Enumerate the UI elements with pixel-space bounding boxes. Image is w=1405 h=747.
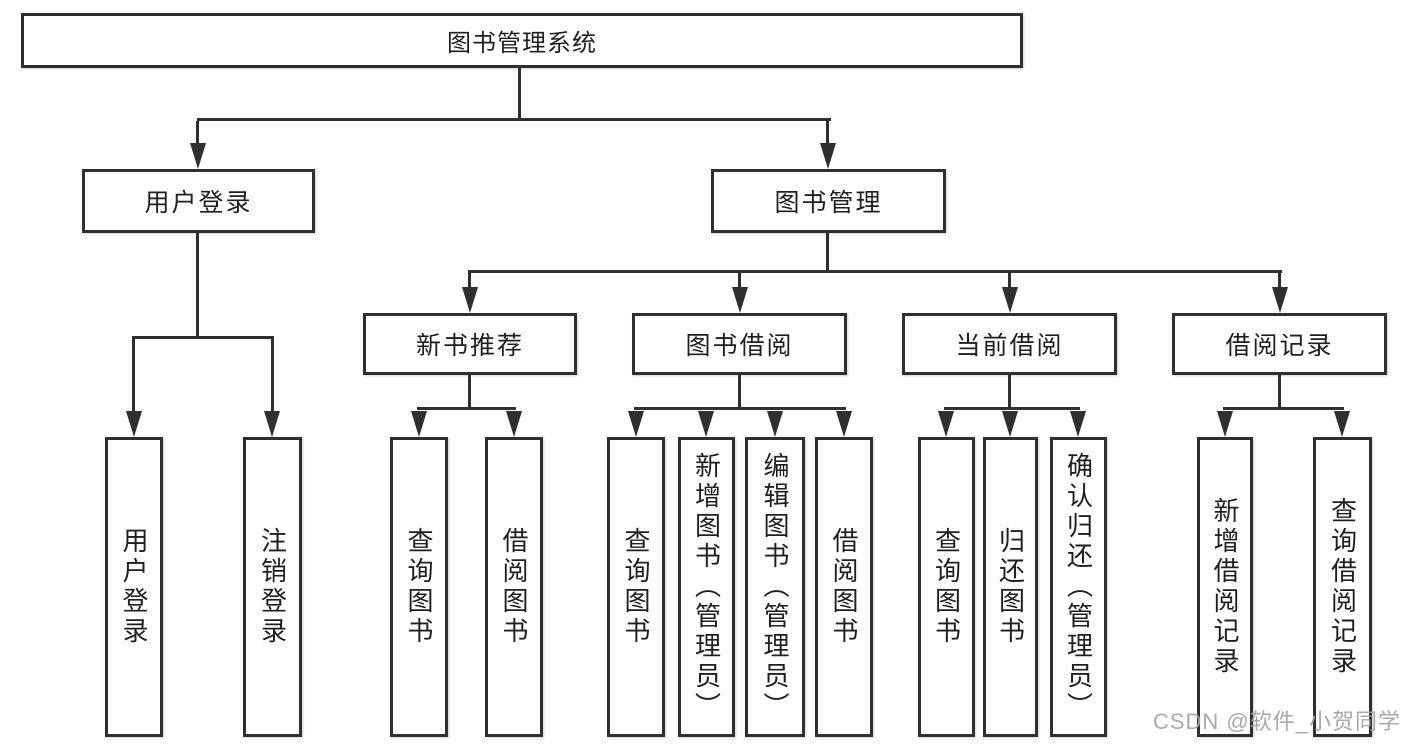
node-leaf-query-borrow-record: 查询借阅记录	[1313, 437, 1372, 737]
node-leaf-borrow-books-2-label: 借阅图书	[829, 527, 859, 647]
connector-new-book-rec-stem	[468, 375, 471, 407]
arrowhead-icon	[264, 411, 280, 437]
node-leaf-logout: 注销登录	[243, 437, 302, 737]
arrowhead-icon	[126, 411, 142, 437]
node-leaf-borrow-books-1-label: 借阅图书	[499, 527, 529, 647]
node-leaf-user-login-label: 用户登录	[119, 527, 149, 647]
node-current-borrow-label: 当前借阅	[955, 332, 1064, 360]
connector-root-stem	[518, 68, 521, 118]
connector-drop-book-borrow	[738, 273, 741, 287]
node-root: 图书管理系统	[21, 13, 1023, 68]
arrowhead-icon	[411, 411, 427, 437]
node-leaf-logout-label: 注销登录	[257, 527, 288, 647]
connector-borrow-records-rail	[1223, 407, 1344, 410]
node-current-borrow: 当前借阅	[902, 313, 1117, 375]
connector-book-mgmt-stem	[826, 233, 829, 270]
connector-level3-rail	[468, 270, 1282, 273]
node-leaf-borrow-books-1: 借阅图书	[485, 437, 543, 737]
arrowhead-icon	[767, 411, 783, 437]
connector-book-borrow-stem	[738, 375, 741, 407]
node-user-login: 用户登录	[82, 169, 315, 233]
node-leaf-query-books-2-label: 查询图书	[621, 527, 651, 647]
arrowhead-icon	[462, 287, 478, 313]
arrowhead-icon	[190, 143, 206, 169]
node-new-book-rec: 新书推荐	[363, 313, 577, 375]
arrowhead-icon	[836, 411, 852, 437]
arrowhead-icon	[1272, 287, 1288, 313]
node-book-borrow-label: 图书借阅	[685, 332, 794, 360]
connector-current-borrow-rail	[944, 407, 1080, 410]
csdn-watermark: CSDN @软件_小贺同学	[1152, 709, 1401, 734]
arrowhead-icon	[732, 287, 748, 313]
arrowhead-icon	[506, 411, 522, 437]
node-leaf-add-books-admin-label: 新增图书（管理员）	[691, 452, 722, 722]
node-book-mgmt-label: 图书管理	[774, 189, 883, 217]
node-book-mgmt: 图书管理	[711, 169, 946, 233]
connector-drop-current-borrow	[1008, 273, 1011, 287]
node-borrow-records-label: 借阅记录	[1225, 332, 1334, 360]
arrowhead-icon	[1002, 411, 1018, 437]
arrowhead-icon	[820, 143, 836, 169]
node-leaf-user-login: 用户登录	[105, 437, 163, 737]
node-book-borrow: 图书借阅	[632, 313, 847, 375]
node-leaf-query-books-1-label: 查询图书	[404, 527, 434, 647]
arrowhead-icon	[1334, 411, 1350, 437]
node-user-login-label: 用户登录	[144, 189, 253, 217]
arrowhead-icon	[628, 411, 644, 437]
node-leaf-query-books-1: 查询图书	[390, 437, 448, 737]
node-leaf-query-borrow-record-label: 查询借阅记录	[1327, 497, 1358, 677]
connector-drop-leaf-login	[132, 339, 135, 411]
connector-drop-borrow-records	[1278, 273, 1281, 287]
arrowhead-icon	[1002, 287, 1018, 313]
arrowhead-icon	[938, 411, 954, 437]
node-leaf-edit-books-admin-label: 编辑图书（管理员）	[760, 452, 790, 722]
connector-drop-new-book-rec	[468, 273, 471, 287]
node-root-label: 图书管理系统	[447, 30, 597, 57]
connector-current-borrow-stem	[1008, 375, 1011, 407]
node-leaf-add-borrow-record-label: 新增借阅记录	[1210, 497, 1240, 677]
node-leaf-query-books-3: 查询图书	[918, 437, 975, 737]
connector-user-login-stem	[196, 233, 199, 336]
connector-new-book-rec-rail	[417, 407, 516, 410]
connector-drop-user-login	[196, 121, 199, 143]
connector-drop-book-mgmt	[826, 121, 829, 143]
node-leaf-query-books-2: 查询图书	[607, 437, 665, 737]
connector-level2-rail	[197, 118, 831, 121]
arrowhead-icon	[1217, 411, 1233, 437]
arrowhead-icon	[698, 411, 714, 437]
node-leaf-borrow-books-2: 借阅图书	[815, 437, 873, 737]
connector-user-login-rail	[132, 336, 274, 339]
node-leaf-confirm-return-admin: 确认归还（管理员）	[1050, 437, 1107, 737]
node-leaf-return-books-label: 归还图书	[995, 527, 1026, 647]
node-leaf-add-borrow-record: 新增借阅记录	[1197, 437, 1253, 737]
connector-book-borrow-rail	[634, 407, 846, 410]
node-leaf-confirm-return-admin-label: 确认归还（管理员）	[1063, 452, 1094, 722]
node-leaf-return-books: 归还图书	[983, 437, 1038, 737]
node-leaf-edit-books-admin: 编辑图书（管理员）	[745, 437, 805, 737]
arrowhead-icon	[1070, 411, 1086, 437]
connector-drop-leaf-logout	[271, 339, 274, 411]
node-new-book-rec-label: 新书推荐	[415, 332, 524, 360]
node-borrow-records: 借阅记录	[1172, 313, 1387, 375]
node-leaf-query-books-3-label: 查询图书	[931, 527, 962, 647]
node-leaf-add-books-admin: 新增图书（管理员）	[678, 437, 735, 737]
connector-borrow-records-stem	[1278, 375, 1281, 407]
